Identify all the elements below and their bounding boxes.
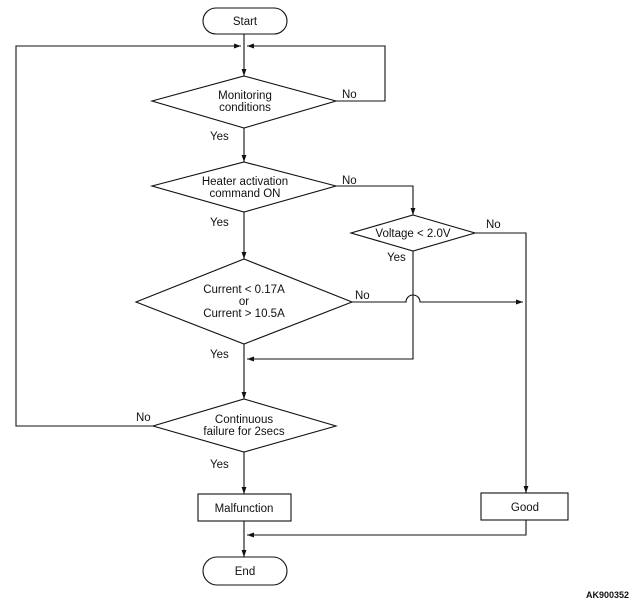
current-yes-label: Yes bbox=[210, 349, 229, 361]
monitoring-yes-label: Yes bbox=[210, 131, 229, 143]
heater-no-label: No bbox=[342, 175, 357, 187]
connector-voltage-yes-merge bbox=[247, 251, 414, 362]
current-label-line3: Current > 10.5A bbox=[203, 308, 285, 320]
end-terminal: End bbox=[202, 556, 288, 586]
connector-current-no-to-good bbox=[352, 294, 523, 305]
connector-voltage-no-to-good bbox=[475, 232, 529, 493]
monitoring-label-line1: Monitoring bbox=[218, 90, 272, 102]
voltage-yes-label: Yes bbox=[387, 252, 406, 264]
end-label: End bbox=[235, 566, 255, 578]
good-box: Good bbox=[480, 492, 569, 521]
start-label: Start bbox=[233, 16, 258, 28]
current-label-line2: or bbox=[239, 296, 249, 308]
monitoring-no-label: No bbox=[342, 89, 357, 101]
heater-decision: Heater activation command ON bbox=[149, 161, 339, 213]
voltage-no-label: No bbox=[486, 219, 501, 231]
monitoring-decision: Monitoring conditions bbox=[149, 75, 339, 129]
figure-id-label: AK900352 bbox=[586, 590, 629, 600]
continuous-no-label: No bbox=[136, 412, 151, 424]
current-label-line1: Current < 0.17A bbox=[203, 284, 285, 296]
continuous-label-line1: Continuous bbox=[215, 414, 273, 426]
connector-heater-to-voltage bbox=[336, 185, 416, 215]
voltage-label: Voltage < 2.0V bbox=[375, 228, 450, 240]
current-no-label: No bbox=[355, 290, 370, 302]
monitoring-label-line2: conditions bbox=[219, 102, 271, 114]
continuous-decision: Continuous failure for 2secs bbox=[151, 398, 338, 453]
connector-good-to-end bbox=[247, 520, 527, 538]
current-decision: Current < 0.17A or Current > 10.5A bbox=[134, 258, 354, 345]
connector-continuous-no-loop bbox=[15, 43, 241, 427]
heater-label-line2: command ON bbox=[210, 188, 281, 200]
heater-yes-label: Yes bbox=[210, 217, 229, 229]
start-terminal: Start bbox=[202, 7, 288, 35]
heater-label-line1: Heater activation bbox=[202, 176, 288, 188]
continuous-yes-label: Yes bbox=[210, 459, 229, 471]
connector-monitoring-no-loop bbox=[247, 43, 386, 102]
continuous-label-line2: failure for 2secs bbox=[203, 426, 284, 438]
malfunction-box: Malfunction bbox=[197, 493, 292, 522]
malfunction-label: Malfunction bbox=[215, 503, 274, 515]
voltage-decision: Voltage < 2.0V bbox=[349, 214, 477, 252]
good-label: Good bbox=[511, 502, 539, 514]
